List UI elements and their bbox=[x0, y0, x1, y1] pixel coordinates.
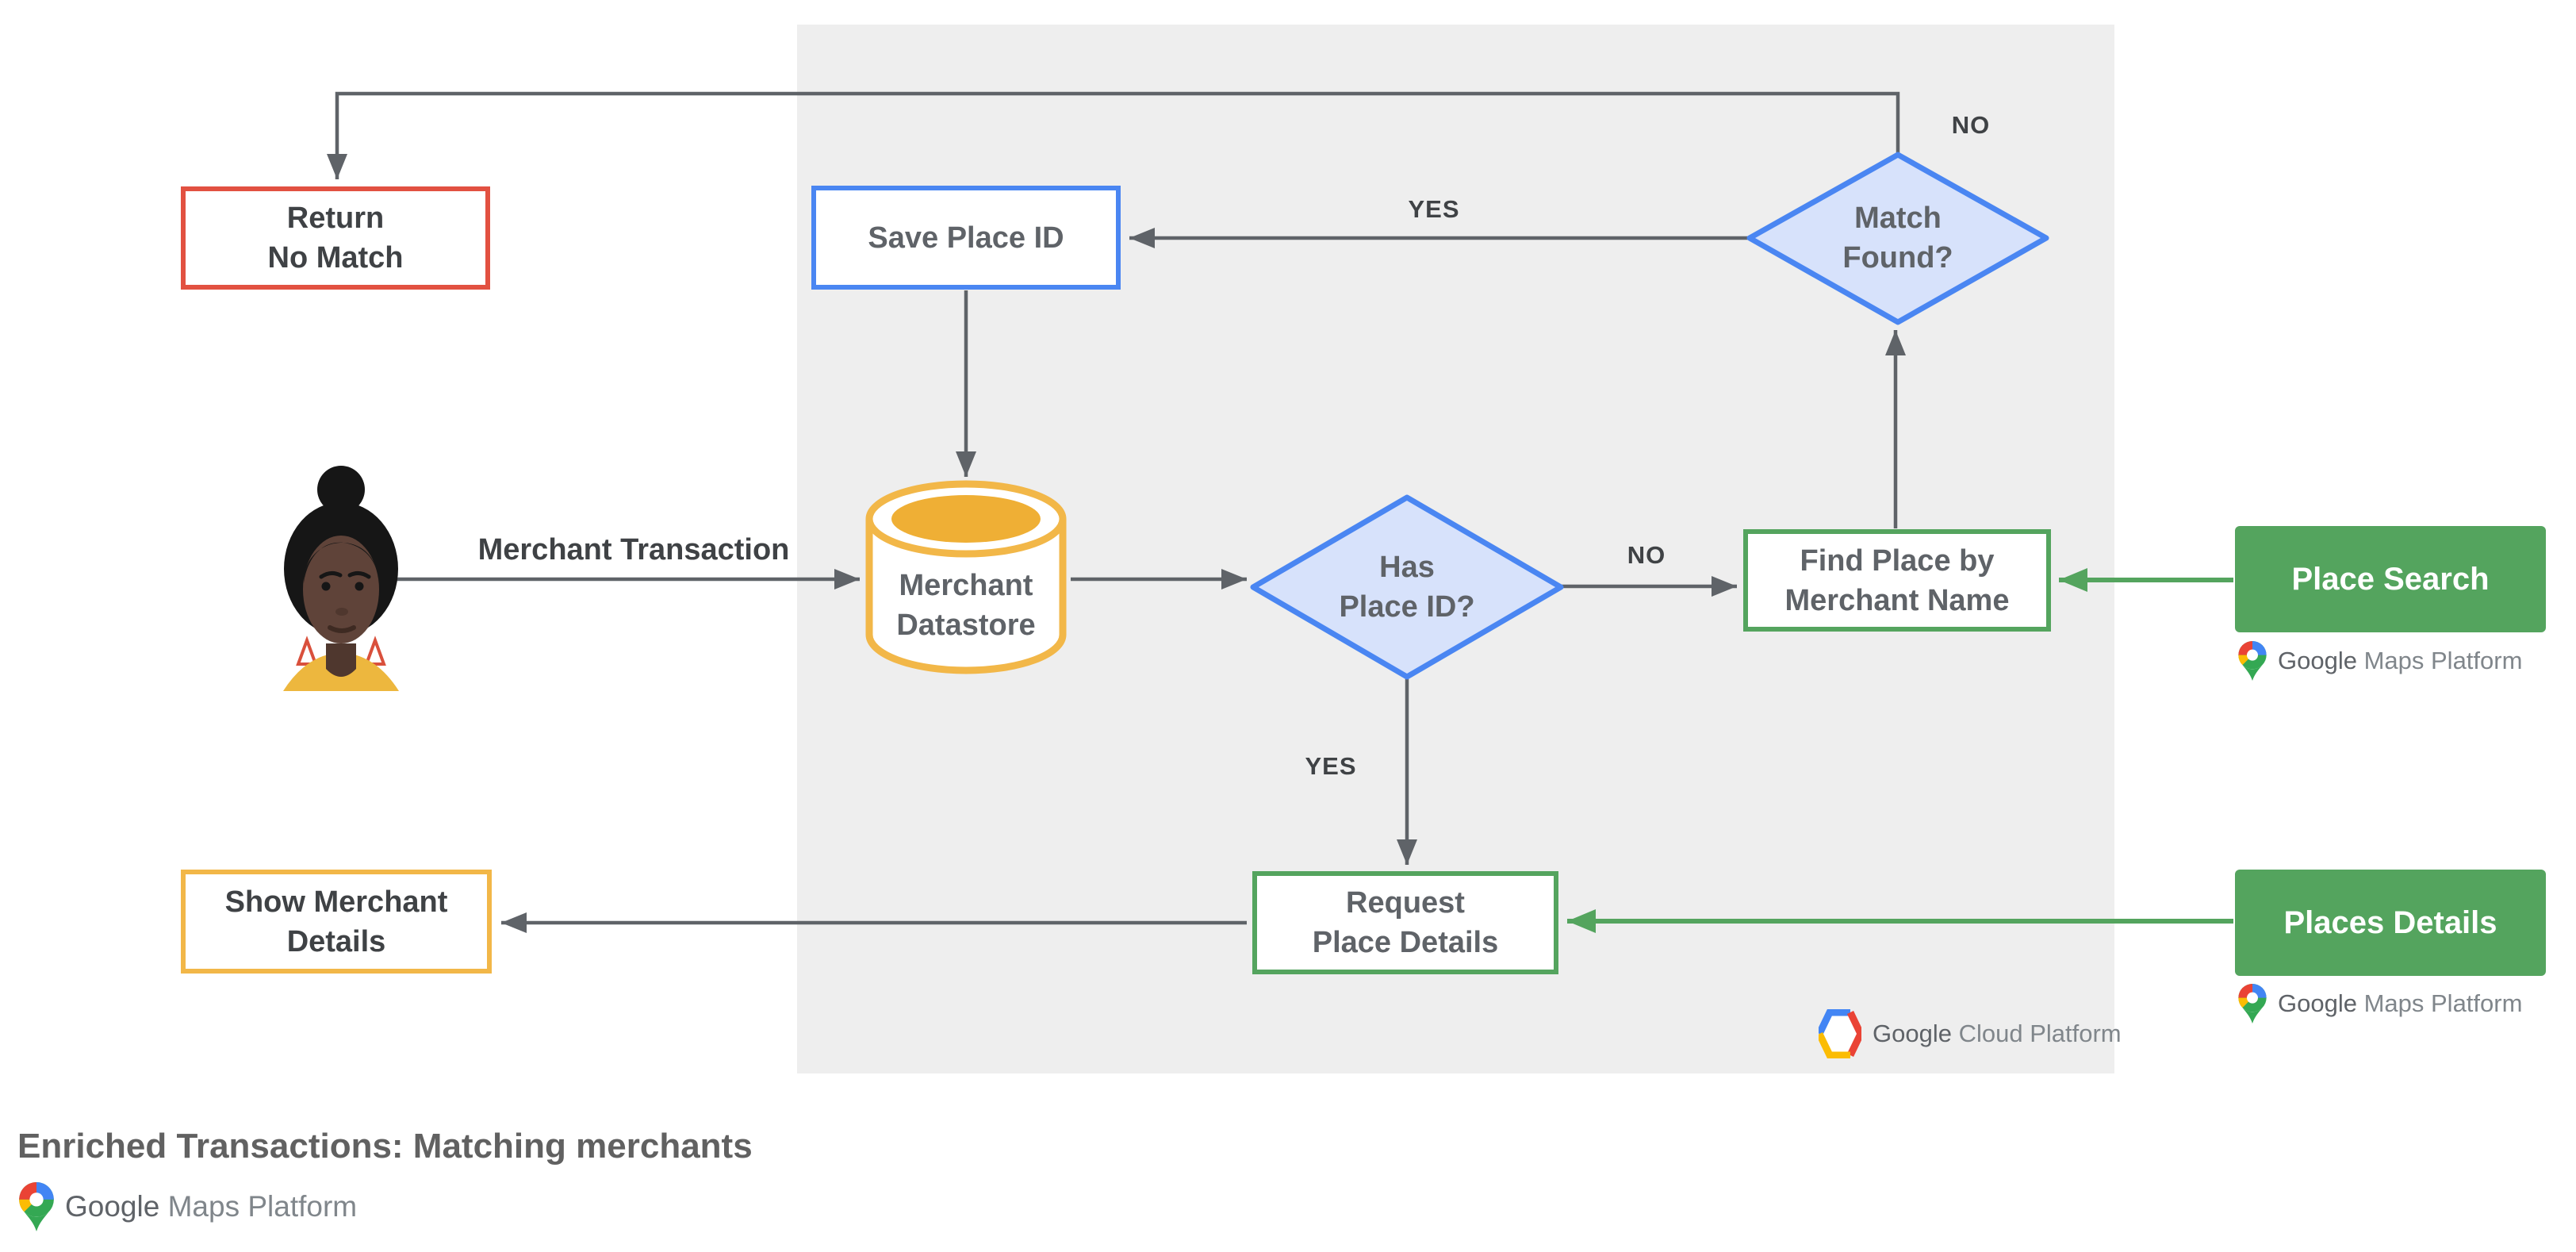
match-found-line2: Found? bbox=[1842, 241, 1953, 275]
merchant-datastore-line1: Merchant bbox=[899, 569, 1033, 602]
google-maps-pin-icon bbox=[19, 1182, 54, 1231]
save-place-id-label: Save Place ID bbox=[868, 221, 1064, 255]
merchant-user-avatar bbox=[274, 464, 408, 698]
has-place-id-diamond bbox=[1250, 494, 1564, 680]
person-icon bbox=[283, 466, 399, 691]
find-place-node: Find Place by Merchant Name bbox=[1743, 529, 2051, 632]
gmp-logo-places-details: Google Maps Platform bbox=[2238, 984, 2522, 1023]
places-details-api-box: Places Details bbox=[2235, 870, 2546, 976]
has-place-id-no-label: NO bbox=[1627, 541, 1666, 569]
gcp-logo: Google Cloud Platform bbox=[1819, 1009, 2122, 1058]
gmp-rest-text: Maps Platform bbox=[159, 1190, 358, 1223]
match-found-no-label: NO bbox=[1951, 111, 1991, 139]
google-maps-pin-icon bbox=[2238, 984, 2267, 1023]
request-place-details-node: Request Place Details bbox=[1252, 871, 1558, 974]
gmp-rest-text: Maps Platform bbox=[2356, 647, 2523, 674]
gmp-google-text: Google bbox=[65, 1190, 160, 1223]
gmp-logo-footer: Google Maps Platform bbox=[19, 1182, 357, 1231]
has-place-id-line1: Has bbox=[1379, 551, 1435, 584]
has-place-id-label: Has Place ID? bbox=[1288, 540, 1526, 635]
gmp-logo-place-search: Google Maps Platform bbox=[2238, 641, 2522, 681]
has-place-id-yes-label: YES bbox=[1305, 752, 1357, 780]
gmp-google-text: Google bbox=[2278, 647, 2357, 674]
find-place-line2: Merchant Name bbox=[1784, 583, 2010, 617]
find-place-line1: Find Place by bbox=[1800, 543, 1995, 578]
gcp-rest-text: Cloud Platform bbox=[1951, 1020, 2122, 1047]
gcp-google-text: Google bbox=[1873, 1020, 1952, 1047]
show-merchant-details-line2: Details bbox=[286, 924, 386, 958]
return-no-match-line2: No Match bbox=[267, 241, 404, 275]
save-place-id-node: Save Place ID bbox=[811, 186, 1121, 290]
match-found-label: Match Found? bbox=[1779, 190, 2017, 286]
has-place-id-line2: Place ID? bbox=[1339, 590, 1475, 624]
match-found-diamond bbox=[1746, 152, 2049, 325]
google-maps-pin-icon bbox=[2238, 641, 2267, 681]
merchant-datastore-label: Merchant Datastore bbox=[847, 562, 1085, 649]
merchant-datastore-line2: Datastore bbox=[896, 609, 1036, 642]
request-place-details-line2: Place Details bbox=[1312, 926, 1499, 959]
edge-match-found-no-to-return bbox=[327, 91, 1900, 179]
return-no-match-line1: Return bbox=[286, 202, 385, 235]
show-merchant-details-node: Show Merchant Details bbox=[181, 870, 492, 974]
diagram-title: Enriched Transactions: Matching merchant… bbox=[17, 1127, 753, 1166]
merchant-transaction-label: Merchant Transaction bbox=[477, 533, 790, 566]
place-search-api-box: Place Search bbox=[2235, 526, 2546, 632]
show-merchant-details-line1: Show Merchant bbox=[224, 885, 448, 919]
match-found-line1: Match bbox=[1854, 202, 1942, 235]
google-cloud-hexagon-icon bbox=[1819, 1009, 1861, 1058]
gmp-rest-text: Maps Platform bbox=[2356, 989, 2523, 1017]
places-details-label: Places Details bbox=[2283, 904, 2497, 940]
place-search-label: Place Search bbox=[2291, 561, 2490, 597]
request-place-details-line1: Request bbox=[1346, 886, 1465, 920]
return-no-match-node: Return No Match bbox=[181, 186, 490, 290]
match-found-yes-label: YES bbox=[1408, 195, 1460, 223]
gmp-google-text: Google bbox=[2278, 989, 2357, 1017]
merchant-datastore-cylinder-icon bbox=[865, 480, 1067, 674]
